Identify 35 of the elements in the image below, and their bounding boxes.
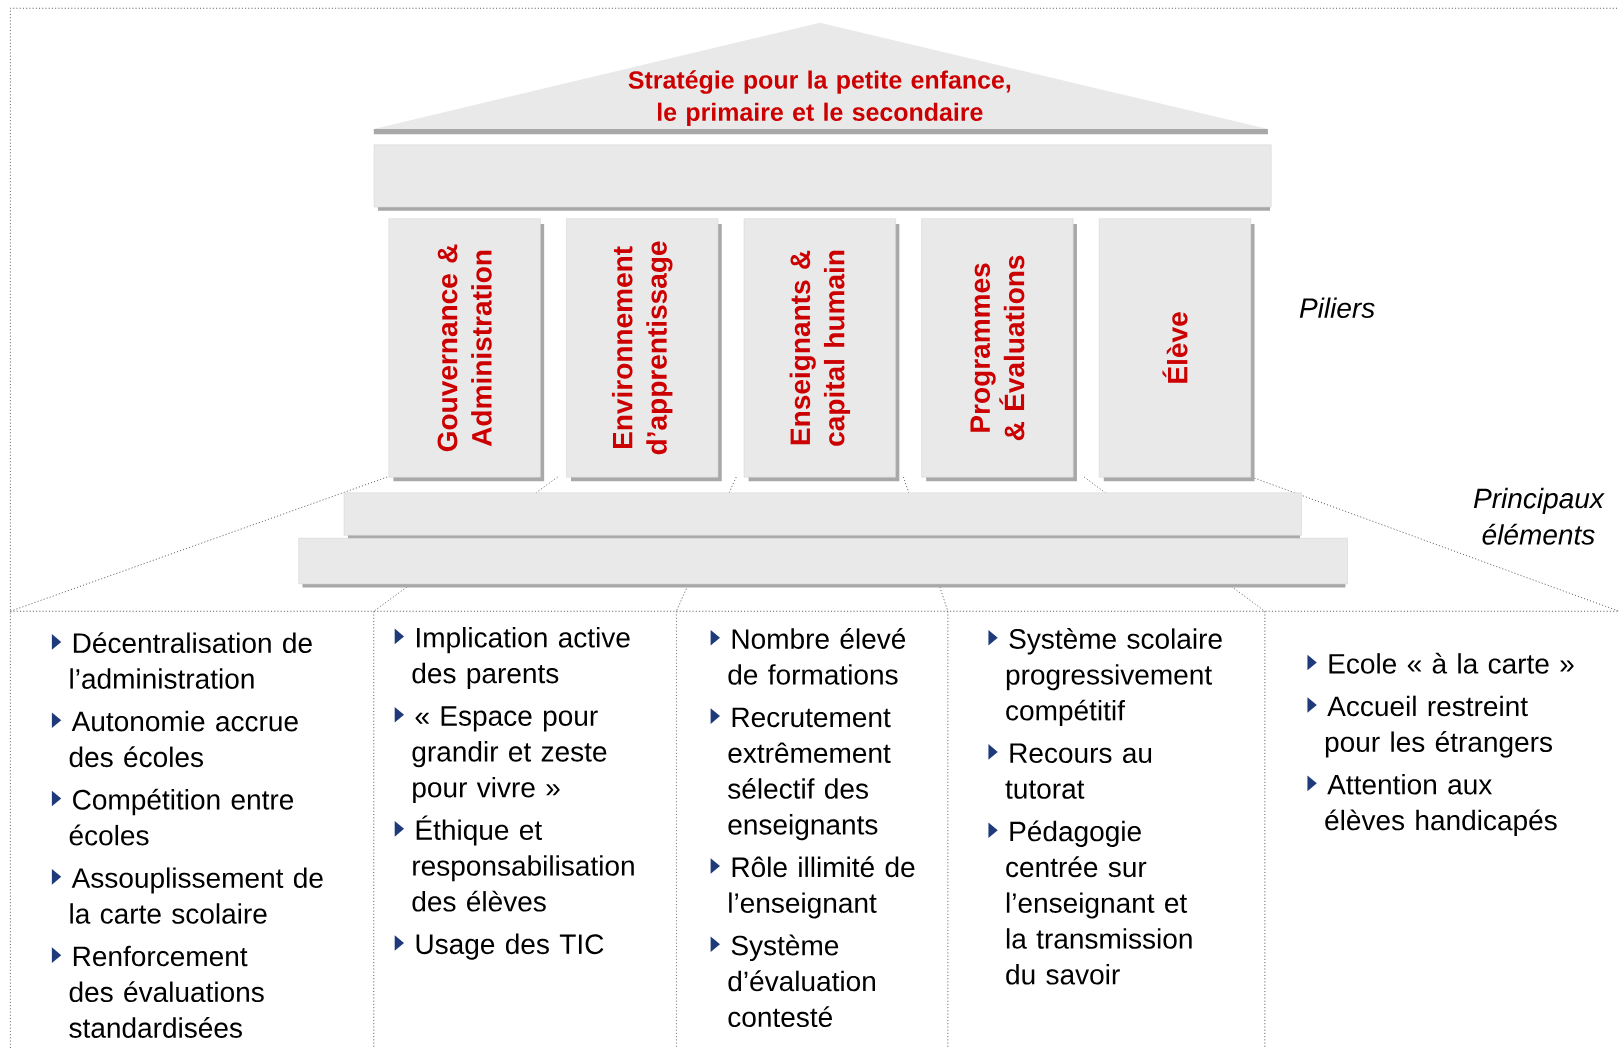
node-label: Accueil restreint pour les étrangers bbox=[1325, 695, 1552, 758]
base-step bbox=[343, 492, 1302, 539]
bullet-list: Décentralisation de l’administration Autonomie accrue des écoles Compétition entre écoles Assouplissement de la carte scolaire Renforcement des évaluations standardisées bbox=[51, 632, 323, 1038]
pillar: Enseignants & capital humain bbox=[743, 218, 900, 482]
node-label: Ecole « à la carte » bbox=[1329, 652, 1574, 674]
node-label: « Espace pour grandir et zeste pour vivre » bbox=[412, 706, 607, 804]
entablature bbox=[373, 144, 1272, 211]
roof: Stratégie pour la petite enfance, le primaire et le secondaire bbox=[373, 22, 1268, 135]
bullet-list: Ecole « à la carte » Accueil restreint pour les étrangers Attention aux élèves handicapés bbox=[1307, 652, 1574, 836]
node-label: Implication active des parents bbox=[412, 627, 630, 689]
bullet-list: Système scolaire progressivement compétitif Recours au tutorat Pédagogie centrée sur l’enseignant et la transmission du savoir bbox=[988, 628, 1222, 985]
node-label: Système scolaire progressivement compétitif bbox=[1006, 628, 1222, 727]
pillar: Gouvernance & Administration bbox=[388, 218, 545, 482]
bullet-list: Nombre élevé de formations Recrutement extrêmement sélectif des enseignants Rôle illimité de l’enseignant Système d’évaluation contesté bbox=[710, 628, 915, 1028]
node-label: Rôle illimité de l’enseignant bbox=[729, 856, 915, 919]
pillar: Environnement d’apprentissage bbox=[566, 218, 722, 482]
node-label: Recrutement extrêmement sélectif des enseignants bbox=[728, 707, 891, 841]
node-label: Compétition entre écoles bbox=[69, 788, 294, 846]
pillar: Programmes & Évaluations bbox=[921, 218, 1077, 482]
node-label: Assouplissement de la carte scolaire bbox=[70, 867, 323, 924]
node-label: Recours au tutorat bbox=[1005, 743, 1152, 799]
bullet-list: Implication active des parents « Espace pour grandir et zeste pour vivre » Éthique et responsabilisation des élèves Usage des TIC bbox=[394, 627, 634, 960]
node-label: Attention aux élèves handicapés bbox=[1325, 773, 1557, 836]
node-label: Renforcement des évaluations standardisées bbox=[69, 945, 264, 1038]
side-label: Principaux éléments bbox=[1473, 487, 1605, 545]
node-label: Autonomie accrue des écoles bbox=[69, 710, 298, 768]
node-label: Éthique et responsabilisation des élèves bbox=[412, 815, 634, 912]
node-label: Usage des TIC bbox=[416, 933, 604, 960]
node-label: Système d’évaluation contesté bbox=[728, 934, 875, 1028]
base-step bbox=[298, 537, 1348, 588]
node-label: Décentralisation de l’administration bbox=[70, 632, 312, 689]
node-label: Nombre élevé de formations bbox=[728, 628, 906, 685]
node-label: Pédagogie centrée sur l’enseignant et la transmission du savoir bbox=[1006, 820, 1192, 985]
pillar: Élève bbox=[1098, 218, 1255, 482]
side-label: Piliers bbox=[1299, 297, 1375, 318]
